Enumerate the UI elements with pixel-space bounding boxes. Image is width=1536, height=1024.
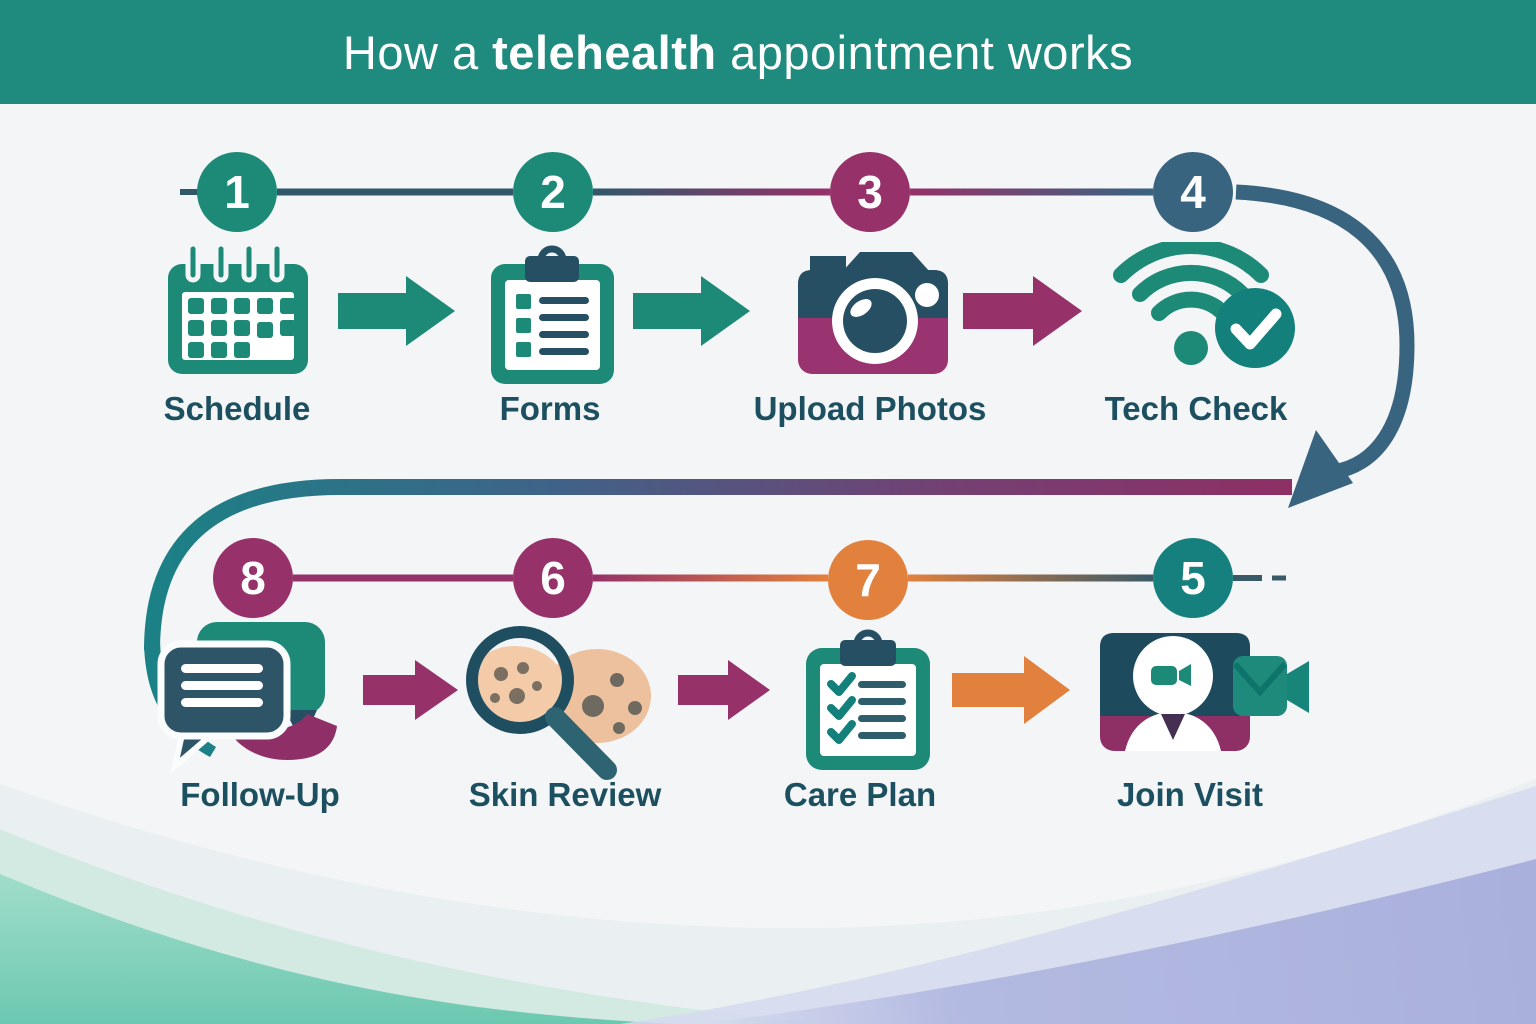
- clipboard-form-icon: [491, 245, 614, 384]
- label-upload-photos: Upload Photos: [753, 390, 987, 427]
- step-circle-8: 8: [213, 538, 293, 618]
- arrow-careplan-to-joinvisit: [952, 656, 1070, 724]
- middle-connector-band: [144, 479, 1292, 651]
- background-waves: [0, 779, 1536, 1024]
- step-circle-2: 2: [513, 152, 593, 232]
- arrow-forms-to-photos: [633, 276, 750, 346]
- arrow-skinreview-to-careplan: [678, 660, 770, 720]
- page-title: How a telehealth appointment works: [342, 25, 1134, 79]
- label-tech-check: Tech Check: [1104, 390, 1288, 427]
- clipboard-check-icon: [806, 629, 930, 770]
- arrow-photos-to-techcheck: [963, 276, 1082, 346]
- step-circle-5: 5: [1153, 538, 1233, 618]
- label-follow-up: Follow-Up: [180, 776, 340, 813]
- arrow-schedule-to-forms: [338, 276, 455, 346]
- label-forms: Forms: [499, 390, 601, 427]
- curved-arrow: [1235, 184, 1415, 480]
- chat-bubbles-icon: [157, 622, 337, 773]
- arrow-followup-to-skinreview: [363, 660, 458, 720]
- step-circle-4: 4: [1153, 152, 1233, 232]
- step-circle-6: 6: [513, 538, 593, 618]
- step-circle-7: 7: [828, 540, 908, 620]
- camera-icon: [798, 252, 948, 374]
- curved-arrow-head: [1288, 430, 1353, 508]
- step-circle-1: 1: [197, 152, 277, 232]
- video-call-icon: [1100, 633, 1309, 751]
- calendar-icon: [168, 241, 308, 374]
- wifi-check-icon: [1113, 242, 1295, 368]
- label-skin-review: Skin Review: [468, 776, 662, 813]
- label-join-visit: Join Visit: [1116, 776, 1264, 813]
- step-circle-3: 3: [830, 152, 910, 232]
- header-bar: How a telehealth appointment works: [0, 0, 1536, 104]
- label-care-plan: Care Plan: [783, 776, 937, 813]
- label-schedule: Schedule: [163, 390, 311, 427]
- magnifier-skin-icon: [466, 626, 651, 780]
